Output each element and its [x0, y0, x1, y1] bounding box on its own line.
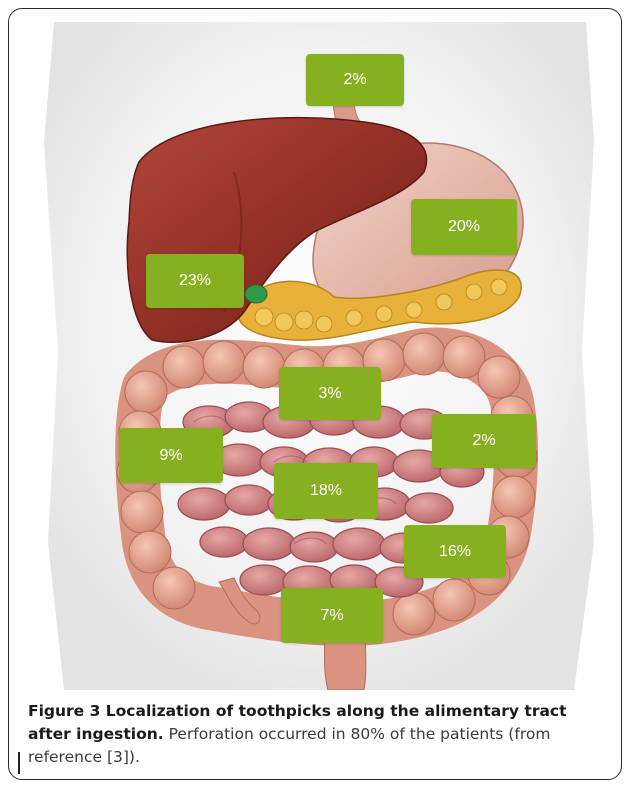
page-divider [18, 752, 20, 774]
small-intestine-label: 18% [274, 463, 378, 519]
rectum-label: 7% [281, 588, 383, 643]
figure-caption: Figure 3 Localization of toothpicks alon… [28, 700, 613, 769]
stomach-label: 20% [411, 199, 517, 255]
esophagus-label: 2% [306, 54, 404, 106]
descending-colon-label: 2% [432, 414, 536, 468]
sigmoid-colon-label: 16% [404, 525, 506, 578]
duodenum-label: 23% [146, 254, 244, 308]
ascending-colon-label: 9% [119, 428, 223, 483]
gallbladder [245, 285, 267, 303]
transverse-colon-label: 3% [279, 367, 381, 420]
